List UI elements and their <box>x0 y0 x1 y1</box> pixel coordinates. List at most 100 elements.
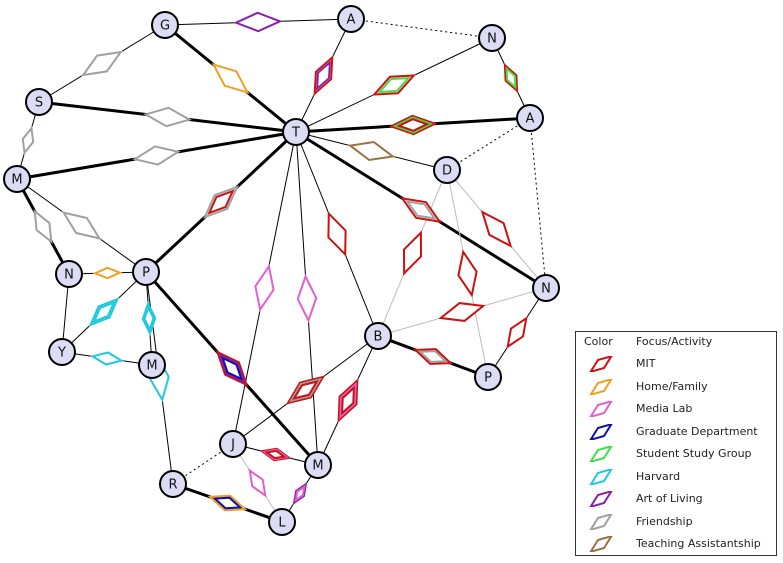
diamond-harvard <box>143 305 155 332</box>
relationship-diamond-15 <box>296 273 318 324</box>
legend-label: MIT <box>636 357 656 370</box>
node-n3: N <box>55 260 83 288</box>
node-circle <box>25 88 53 116</box>
node-label: B <box>374 330 383 345</box>
relationship-diamond-32 <box>215 350 249 387</box>
node-circle <box>48 338 76 366</box>
relationship-diamond-6 <box>503 62 519 94</box>
legend-swatch <box>589 401 613 417</box>
node-n1: N <box>478 24 506 52</box>
node-circle <box>268 508 296 536</box>
legend-label: Teaching Assistantship <box>636 537 761 550</box>
node-circle <box>532 274 560 302</box>
diamond-mit <box>402 230 423 276</box>
relationship-diamond-13 <box>400 197 442 223</box>
diamond-harvard <box>92 300 116 324</box>
diamond-grad <box>212 496 243 510</box>
relationship-diamond-31 <box>90 351 124 366</box>
diamond-study <box>377 76 411 94</box>
diamond-friend <box>203 185 239 219</box>
diamond-mit <box>371 74 417 96</box>
diamond-mit <box>215 350 249 387</box>
relationship-diamond-0 <box>233 11 283 33</box>
legend-swatch <box>589 356 613 372</box>
diamond-friend <box>143 106 192 128</box>
legend-swatch <box>589 536 613 552</box>
relationship-diamond-8 <box>21 125 35 156</box>
legend-item-media: Media Lab <box>576 399 776 419</box>
node-label: T <box>291 126 300 141</box>
node-m1: M <box>3 165 31 193</box>
diamond-mit <box>207 189 235 215</box>
node-label: N <box>487 32 497 47</box>
relationship-diamond-35 <box>337 378 359 423</box>
node-circle <box>516 104 544 132</box>
relationship-diamond-9 <box>388 114 438 136</box>
legend-col-color: Color <box>584 335 613 348</box>
node-label: M <box>11 173 22 188</box>
relationship-diamond-36 <box>259 447 292 462</box>
node-d: D <box>433 156 461 184</box>
node-circle <box>3 165 31 193</box>
legend-item-grad: Graduate Department <box>576 422 776 442</box>
node-g: G <box>151 11 179 39</box>
diamonds-layer <box>21 11 528 512</box>
node-circle <box>337 5 365 33</box>
node-label: N <box>64 268 74 283</box>
relationship-diamond-10 <box>347 140 396 162</box>
legend-item-home: Home/Family <box>576 377 776 397</box>
diamond-friend <box>132 145 181 166</box>
relationship-diamond-22 <box>438 302 486 322</box>
diamond-mit <box>412 348 454 365</box>
diamond-media <box>248 468 267 498</box>
legend-label: Home/Family <box>636 379 708 393</box>
diamond-mit <box>292 380 319 400</box>
relationship-diamond-27 <box>92 266 123 280</box>
legend-swatch <box>589 491 613 507</box>
legend-item-study: Student Study Group <box>576 444 776 464</box>
legend-header: Color Focus/Activity <box>584 335 774 351</box>
legend-label: Media Lab <box>636 402 693 415</box>
legend-swatch <box>589 468 613 485</box>
diamond-friend <box>289 377 322 403</box>
diamond-friend <box>80 50 124 77</box>
relationship-diamond-24 <box>506 316 528 349</box>
node-t: T <box>282 118 310 146</box>
node-label: M <box>146 359 157 374</box>
diamond-mit <box>457 249 478 298</box>
relationship-diamond-16 <box>254 263 275 313</box>
diamond-art <box>218 353 246 384</box>
legend-swatch <box>589 423 613 440</box>
diamond-media <box>261 448 290 461</box>
legend-swatch <box>589 513 613 530</box>
diamond-home <box>92 266 123 280</box>
node-y: Y <box>48 338 76 366</box>
node-label: A <box>526 112 535 127</box>
node-label: Y <box>57 346 66 361</box>
node-circle <box>282 118 310 146</box>
relationship-diamond-30 <box>141 301 157 336</box>
node-n2: N <box>532 274 560 302</box>
edge-a2-d <box>446 117 531 171</box>
node-label: N <box>541 282 551 297</box>
diamond-mit <box>313 55 334 96</box>
legend-item-art: Art of Living <box>576 489 776 509</box>
diamond-friend <box>405 200 437 220</box>
relationship-diamond-5 <box>371 74 417 96</box>
diamond-friend <box>21 125 35 156</box>
diamond-harvard <box>90 351 124 366</box>
diamond-friend <box>33 209 53 244</box>
relationship-diamond-20 <box>457 249 478 298</box>
relationship-diamond-4 <box>313 55 334 96</box>
relationship-diamond-21 <box>480 210 513 248</box>
diamond-mit <box>388 114 438 136</box>
node-circle <box>364 322 392 350</box>
diamond-mit <box>438 302 486 322</box>
node-s: S <box>25 88 53 116</box>
node-label: R <box>168 478 177 493</box>
node-circle <box>138 351 166 379</box>
diamond-mit <box>400 197 442 223</box>
node-m3: M <box>304 451 332 479</box>
